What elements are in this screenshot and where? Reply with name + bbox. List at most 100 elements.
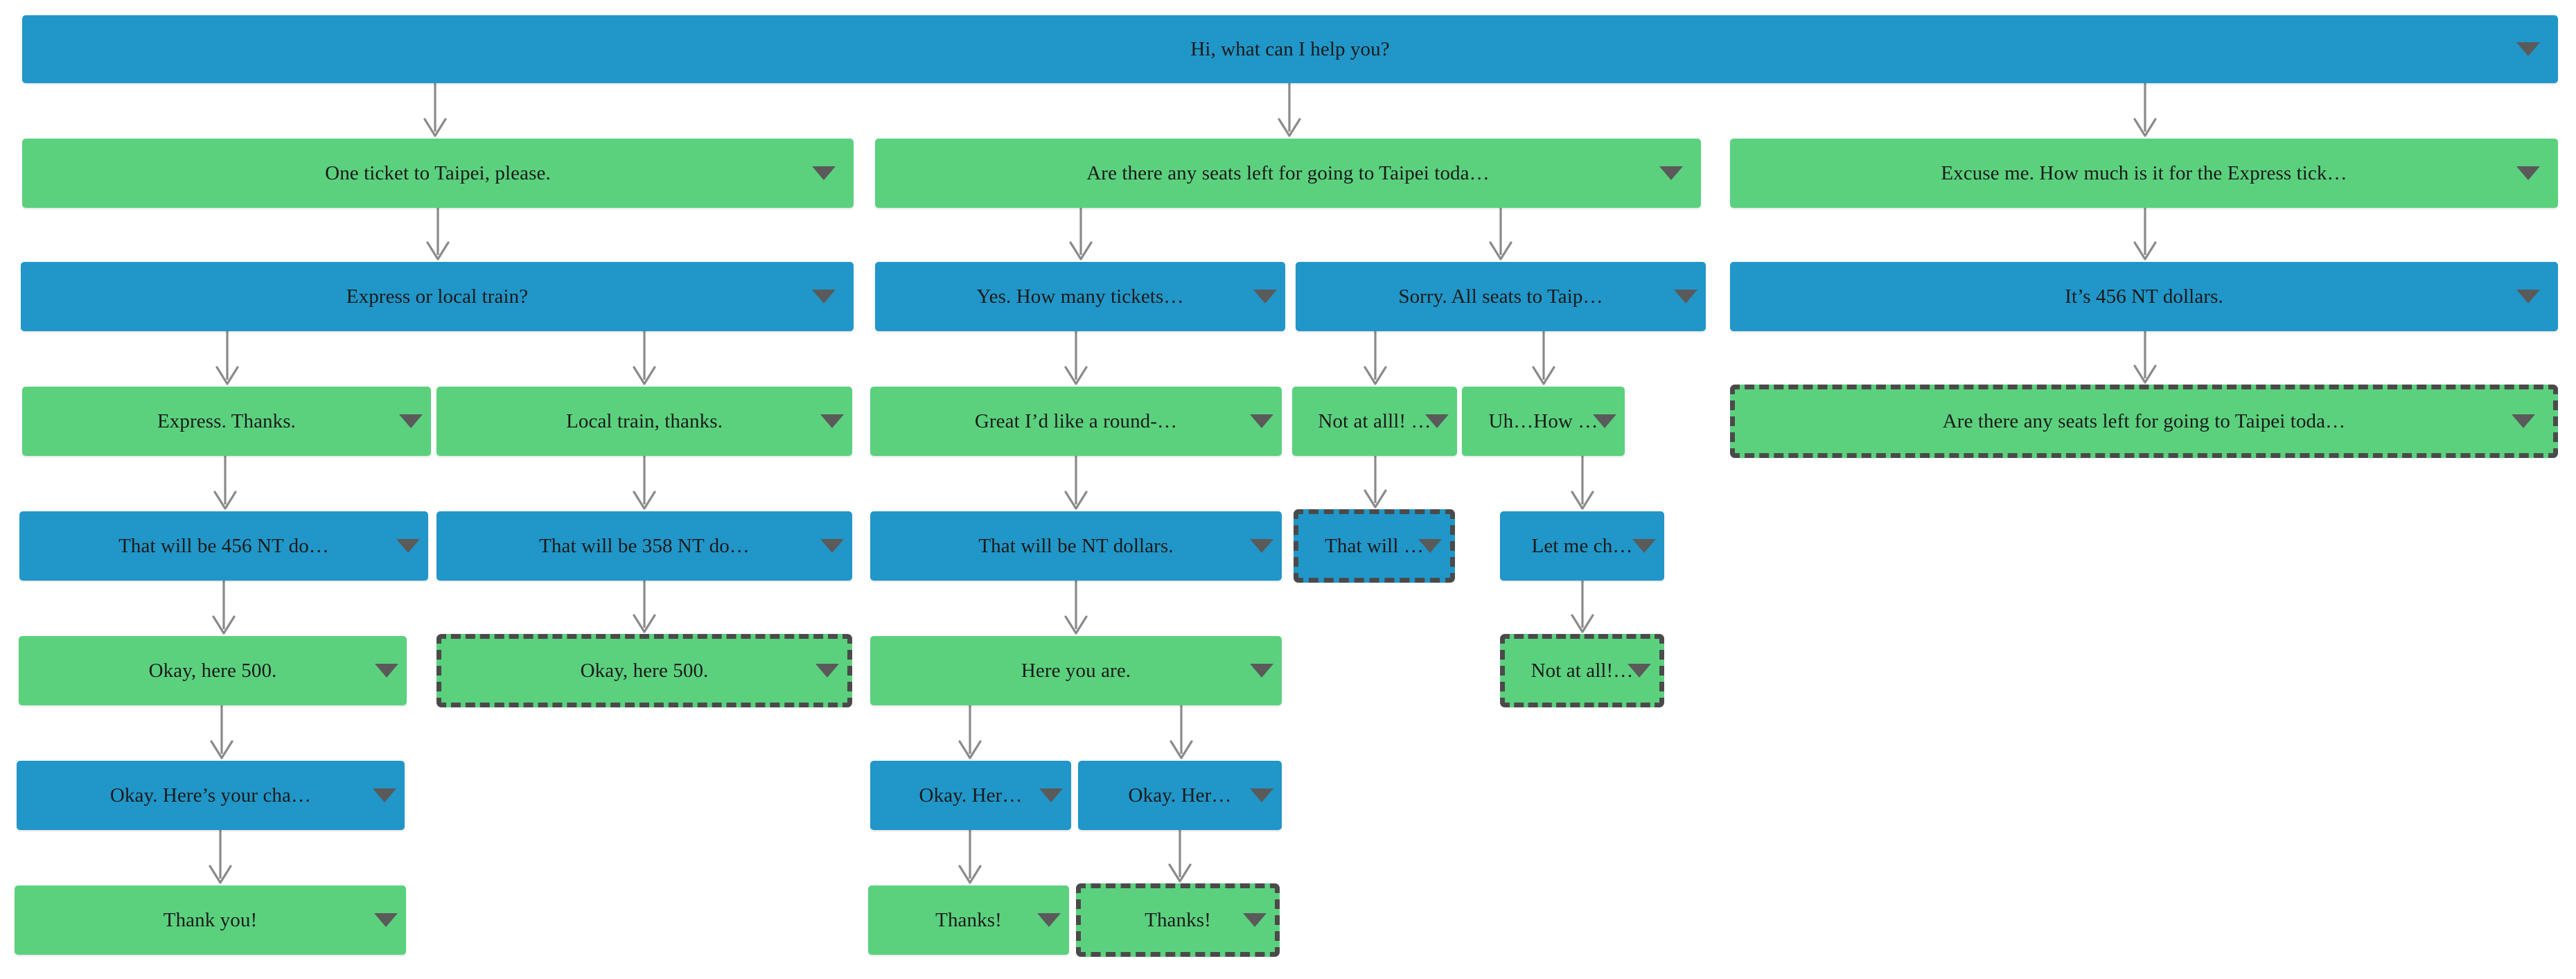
dialogue-node-label: Express or local train? [346,286,529,307]
dialogue-node-bot[interactable]: Express or local train? [21,262,854,331]
caret-down-icon[interactable] [1250,539,1273,553]
edge-arrow [958,705,982,759]
edge-arrow [209,830,232,884]
caret-down-icon[interactable] [1250,414,1273,428]
edge-arrow [1489,208,1512,261]
dialogue-node-label: Thanks! [1145,910,1211,931]
caret-down-icon[interactable] [375,664,398,678]
dialogue-node-label: Are there any seats left for going to Ta… [1942,411,2346,432]
dialogue-node-label: Okay. Her… [1128,785,1232,806]
caret-down-icon[interactable] [820,414,844,428]
dialogue-node-label: That will … [1325,536,1424,556]
dialogue-node-label: That will be 358 NT do… [539,536,750,556]
dialogue-node-user[interactable]: Thanks! [868,885,1069,955]
dialogue-node-user[interactable]: Okay, here 500. [19,636,407,705]
edge-arrow [1069,208,1093,261]
edge-arrow [1571,456,1594,510]
edge-arrow [1364,456,1387,509]
dialogue-node-user[interactable]: Okay, here 500. [436,634,852,707]
dialogue-node-user[interactable]: Great I’d like a round-… [870,387,1282,456]
caret-down-icon[interactable] [2516,290,2540,303]
dialogue-node-label: Are there any seats left for going to Ta… [1086,163,1490,184]
dialogue-node-label: That will be NT dollars. [978,536,1174,556]
dialogue-node-label: Excuse me. How much is it for the Expres… [1941,163,2347,184]
dialogue-node-bot[interactable]: That will be 358 NT do… [436,511,852,581]
caret-down-icon[interactable] [1627,664,1651,678]
dialogue-node-label: Hi, what can I help you? [1190,39,1390,60]
dialogue-node-user[interactable]: Local train, thanks. [436,387,852,456]
edge-arrow [212,581,236,635]
dialogue-node-user[interactable]: Thank you! [15,885,406,955]
dialogue-node-label: Thanks! [935,910,1002,931]
dialogue-node-bot[interactable]: That will be NT dollars. [870,511,1282,581]
dialogue-node-user[interactable]: Excuse me. How much is it for the Expres… [1730,139,2558,208]
edge-arrow [2133,83,2157,137]
dialogue-node-bot[interactable]: That will … [1294,509,1455,583]
dialogue-node-label: Okay, here 500. [580,660,709,681]
dialogue-node-label: Express. Thanks. [157,411,296,432]
dialogue-node-user[interactable]: Here you are. [870,636,1282,705]
caret-down-icon[interactable] [1593,414,1616,428]
caret-down-icon[interactable] [1250,664,1273,678]
edge-arrow [633,331,656,385]
caret-down-icon[interactable] [820,539,844,553]
dialogue-node-label: Uh…How … [1488,411,1598,432]
dialogue-node-user[interactable]: Express. Thanks. [22,387,431,456]
caret-down-icon[interactable] [1039,788,1063,802]
dialogue-node-label: That will be 456 NT do… [118,536,329,556]
caret-down-icon[interactable] [1250,788,1273,802]
caret-down-icon[interactable] [1674,290,1697,303]
caret-down-icon[interactable] [812,290,836,303]
edge-arrow [1571,581,1594,633]
caret-down-icon[interactable] [1418,539,1442,553]
dialogue-node-bot[interactable]: Okay. Her… [870,761,1071,830]
dialogue-node-user[interactable]: Are there any seats left for going to Ta… [875,139,1701,208]
dialogue-node-bot[interactable]: Okay. Here’s your cha… [17,761,405,830]
caret-down-icon[interactable] [1659,166,1683,180]
dialogue-node-bot[interactable]: Sorry. All seats to Taip… [1296,262,1706,331]
dialogue-node-user[interactable]: Uh…How … [1462,387,1625,456]
dialogue-node-bot[interactable]: That will be 456 NT do… [19,511,428,581]
edge-arrow [958,830,982,884]
dialogue-node-label: One ticket to Taipei, please. [325,163,551,184]
caret-down-icon[interactable] [1243,913,1267,927]
dialogue-node-bot[interactable]: It’s 456 NT dollars. [1730,262,2558,331]
dialogue-node-user[interactable]: Not at all!… [1500,634,1664,707]
dialogue-node-bot[interactable]: Let me ch… [1500,511,1664,581]
dialogue-node-user[interactable]: One ticket to Taipei, please. [22,139,854,208]
edge-arrow [633,581,656,633]
caret-down-icon[interactable] [1425,414,1449,428]
edge-arrow [426,208,450,261]
edge-arrow [633,456,656,510]
dialogue-node-label: Yes. How many tickets… [976,286,1184,307]
caret-down-icon[interactable] [396,539,420,553]
caret-down-icon[interactable] [812,166,836,180]
dialogue-node-label: Okay. Here’s your cha… [109,785,312,806]
caret-down-icon[interactable] [399,414,423,428]
edge-arrow [2133,208,2157,261]
dialogue-node-label: Okay, here 500. [148,660,277,681]
caret-down-icon[interactable] [1253,290,1277,303]
edge-arrow [1064,581,1088,635]
dialogue-node-user[interactable]: Thanks! [1076,883,1280,957]
dialogue-node-user[interactable]: Not at alll! … [1292,387,1457,456]
edge-arrow [1064,331,1088,385]
dialogue-node-bot[interactable]: Yes. How many tickets… [875,262,1285,331]
dialogue-node-label: Sorry. All seats to Taip… [1398,286,1603,307]
edge-arrow [210,705,233,759]
dialogue-node-label: Thank you! [163,910,258,931]
edge-arrow [1064,456,1088,510]
caret-down-icon[interactable] [374,913,398,927]
dialogue-node-user[interactable]: Are there any seats left for going to Ta… [1730,385,2558,458]
caret-down-icon[interactable] [2516,42,2540,56]
caret-down-icon[interactable] [1632,539,1656,553]
dialogue-node-bot[interactable]: Hi, what can I help you? [22,15,2558,83]
edge-arrow [1170,705,1193,759]
dialogue-node-bot[interactable]: Okay. Her… [1078,761,1282,830]
caret-down-icon[interactable] [2512,414,2535,428]
caret-down-icon[interactable] [2516,166,2540,180]
caret-down-icon[interactable] [373,788,396,802]
caret-down-icon[interactable] [815,664,839,678]
caret-down-icon[interactable] [1037,913,1061,927]
